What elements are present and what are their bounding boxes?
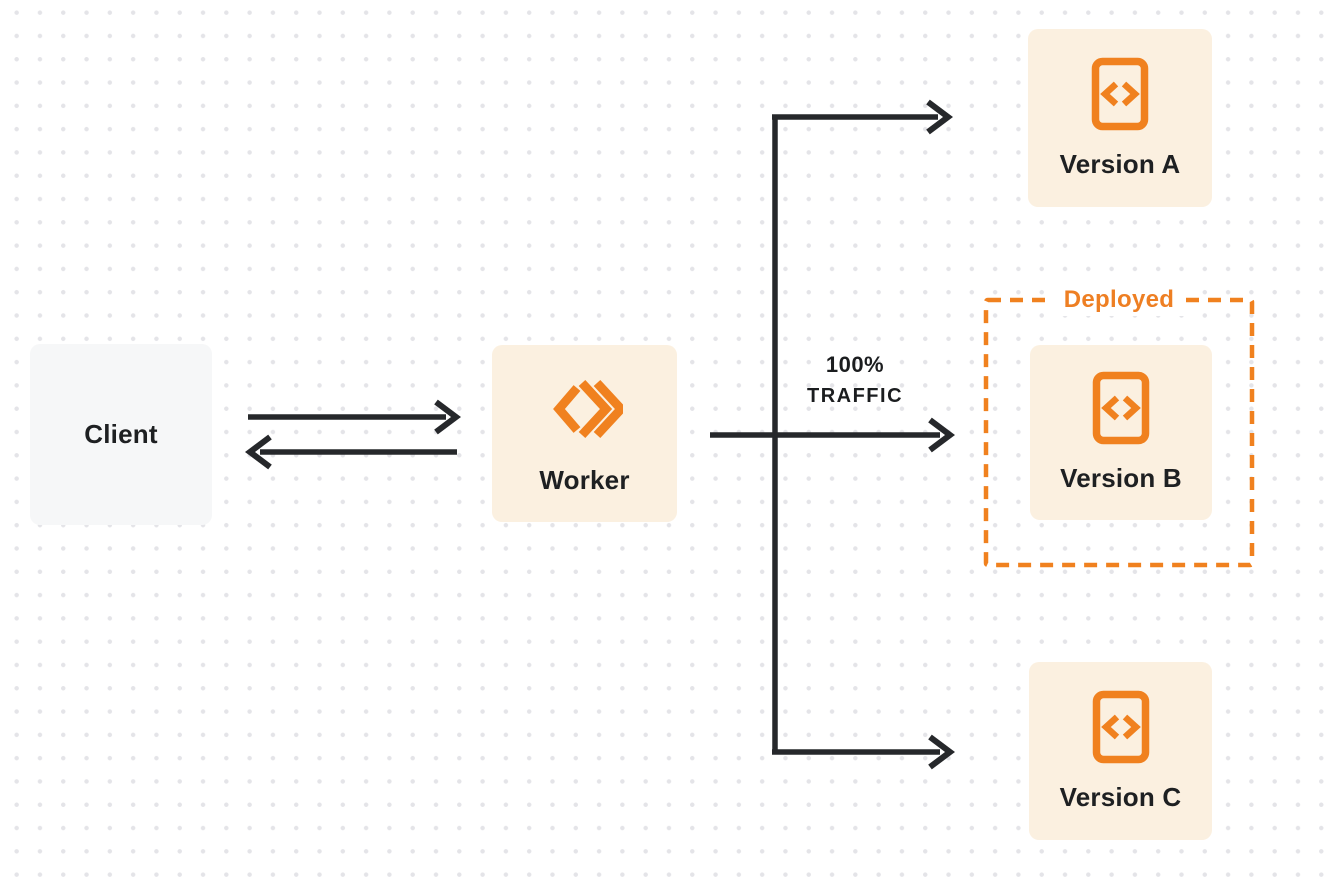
node-version-b: Version B [1030,345,1212,520]
node-client-label: Client [84,419,158,449]
node-version-b-label: Version B [1060,463,1182,493]
node-version-a: Version A [1028,29,1212,207]
arrow-worker-to-version-b [710,417,955,453]
code-file-icon [1092,371,1150,445]
node-worker-label: Worker [539,465,630,495]
deployed-label: Deployed [1051,284,1187,316]
arrow-worker-to-client [245,434,457,470]
arrow-branch-to-version-c [772,734,955,770]
node-version-c: Version C [1029,662,1212,840]
traffic-percent-text: 100% [825,352,885,377]
traffic-word-text: TRAFFIC [806,385,904,407]
traffic-annotation: 100% TRAFFIC [807,352,903,408]
arrow-branch-to-version-a [772,99,953,135]
node-version-c-label: Version C [1059,781,1182,812]
code-file-icon [1092,690,1150,764]
node-version-a-label: Version A [1059,148,1181,179]
cloudflare-workers-icon [547,371,627,447]
arrow-client-to-worker [248,399,461,435]
node-worker: Worker [492,345,677,522]
code-file-icon [1091,57,1149,131]
node-client: Client [30,344,212,525]
